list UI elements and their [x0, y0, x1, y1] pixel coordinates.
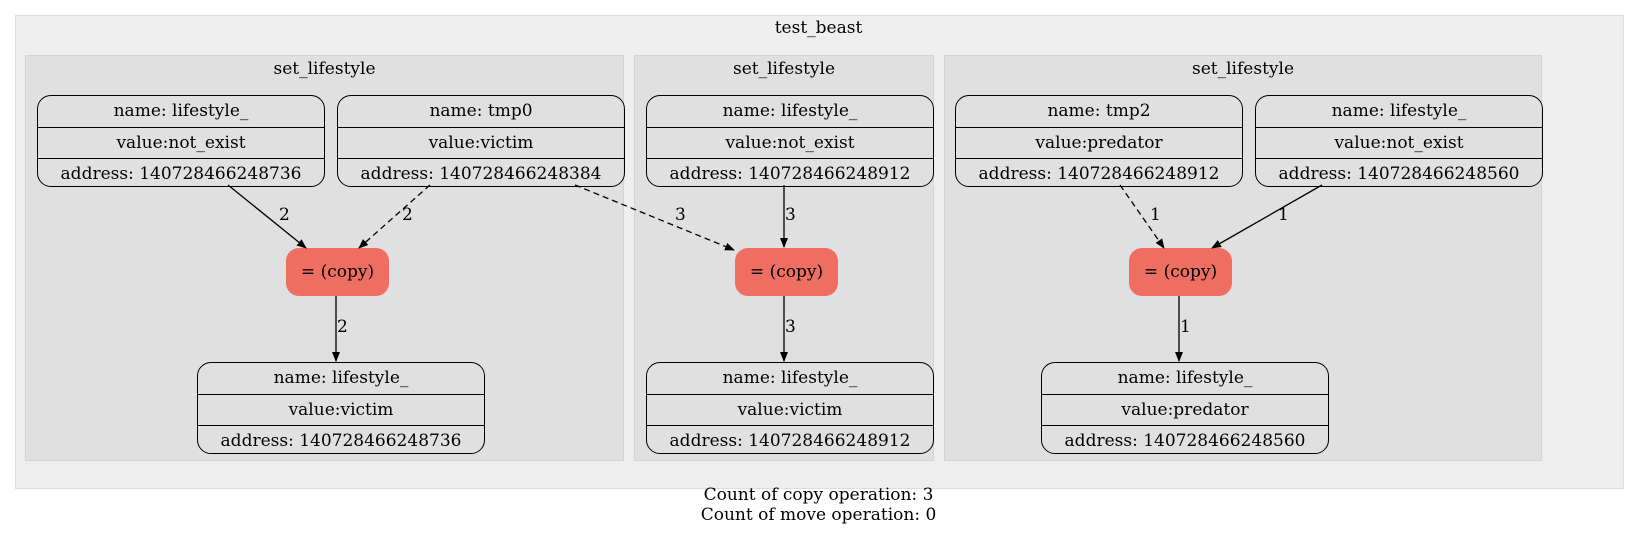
graph-title: test_beast — [774, 18, 863, 38]
edge-label: 2 — [279, 205, 290, 225]
variable-node: name: tmp0 value:victim address: 1407284… — [337, 95, 625, 187]
node-name: name: lifestyle_ — [722, 368, 858, 388]
node-value: value:victim — [338, 126, 624, 159]
cluster-set-lifestyle-3 — [944, 55, 1542, 461]
cluster-2-label: set_lifestyle — [733, 59, 835, 79]
node-value: value:predator — [956, 126, 1242, 159]
node-name: name: lifestyle_ — [273, 368, 409, 388]
node-name: name: lifestyle_ — [113, 101, 249, 121]
edge-line — [227, 184, 307, 249]
cluster-3-label: set_lifestyle — [1192, 59, 1294, 79]
cluster-1-label: set_lifestyle — [273, 59, 376, 79]
edge-label: 1 — [1150, 205, 1161, 225]
edge-label: 3 — [675, 205, 686, 225]
node-value: value:not_exist — [1256, 126, 1542, 159]
node-value: value:victim — [198, 393, 484, 426]
node-address: address: 140728466248560 — [1256, 158, 1542, 190]
copy-operation-node: = (copy) — [286, 248, 389, 296]
variable-node: name: lifestyle_ value:not_exist address… — [646, 95, 934, 187]
node-value: value:not_exist — [647, 126, 933, 159]
node-address: address: 140728466248912 — [647, 158, 933, 190]
variable-node: name: tmp2 value:predator address: 14072… — [955, 95, 1243, 187]
edge-label: 2 — [337, 317, 348, 337]
edge-label: 1 — [1278, 205, 1289, 225]
variable-node: name: lifestyle_ value:predator address:… — [1041, 362, 1329, 454]
cross-edge-line — [574, 184, 735, 251]
copy-operation-node: = (copy) — [1129, 248, 1232, 296]
variable-node: name: lifestyle_ value:not_exist address… — [1255, 95, 1543, 187]
node-name: name: tmp2 — [1047, 101, 1151, 121]
edge-line — [1119, 184, 1165, 249]
node-name: name: lifestyle_ — [1331, 101, 1467, 121]
node-name: name: lifestyle_ — [1117, 368, 1253, 388]
edge-label: 3 — [785, 205, 796, 225]
node-value: value:predator — [1042, 393, 1328, 426]
node-value: value:not_exist — [38, 126, 324, 159]
node-name: name: tmp0 — [429, 101, 533, 121]
node-address: address: 140728466248736 — [38, 158, 324, 190]
variable-node: name: lifestyle_ value:not_exist address… — [37, 95, 325, 187]
edge-label: 2 — [402, 205, 413, 225]
node-address: address: 140728466248736 — [198, 425, 484, 457]
edge-label: 1 — [1180, 317, 1191, 337]
copy-operation-node: = (copy) — [735, 248, 838, 296]
node-address: address: 140728466248912 — [956, 158, 1242, 190]
move-count-text: Count of move operation: 0 — [700, 505, 937, 525]
node-value: value:victim — [647, 393, 933, 426]
copy-count-text: Count of copy operation: 3 — [703, 485, 934, 505]
edge-label: 3 — [785, 317, 796, 337]
node-address: address: 140728466248384 — [338, 158, 624, 190]
variable-node: name: lifestyle_ value:victim address: 1… — [646, 362, 934, 454]
edge-line — [358, 184, 431, 249]
node-address: address: 140728466248560 — [1042, 425, 1328, 457]
node-name: name: lifestyle_ — [722, 101, 858, 121]
edge-line — [1211, 184, 1323, 249]
variable-node: name: lifestyle_ value:victim address: 1… — [197, 362, 485, 454]
node-address: address: 140728466248912 — [647, 425, 933, 457]
